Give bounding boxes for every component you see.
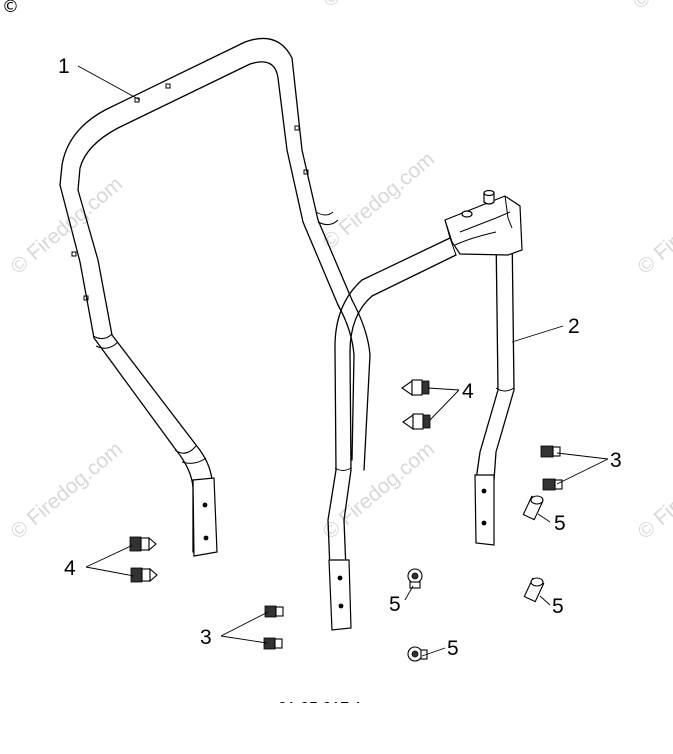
screw-4c xyxy=(129,536,157,552)
callout-5-bottom: 5 xyxy=(447,637,459,660)
lower-handle xyxy=(327,189,523,631)
callout-1: 1 xyxy=(58,55,70,78)
watermark: © Firedog.com xyxy=(318,147,439,253)
callout-5-far-right: 5 xyxy=(552,595,564,618)
callout-5-center: 5 xyxy=(389,593,401,616)
leader-lines xyxy=(77,65,609,657)
callout-5-right: 5 xyxy=(554,512,566,535)
bolt-3c xyxy=(264,605,284,618)
bolt-3b xyxy=(542,478,563,491)
screw-4d xyxy=(130,567,158,583)
watermark: © Firedog.com xyxy=(628,0,673,14)
watermark: © Firedog.com xyxy=(6,172,127,278)
nut-5b xyxy=(523,577,545,603)
watermark: © Firedog.com xyxy=(633,437,673,543)
watermark: © Firedog.com xyxy=(6,437,127,543)
screw-4a xyxy=(401,379,430,397)
watermark: © Firedog.com xyxy=(633,172,673,278)
callout-3-left: 3 xyxy=(200,626,212,649)
bolt-3a xyxy=(540,445,561,458)
nut-5a xyxy=(522,495,544,521)
screw-4b xyxy=(402,413,431,431)
callout-2: 2 xyxy=(568,315,580,338)
nut-5c xyxy=(407,568,423,589)
callout-3-right: 3 xyxy=(610,449,622,472)
callout-4-center: 4 xyxy=(462,380,474,403)
nut-5d xyxy=(407,646,428,662)
watermark: © Firedog.com xyxy=(318,0,439,12)
copyright-mark: © xyxy=(2,0,19,17)
callout-4-left: 4 xyxy=(64,557,76,580)
upper-handle xyxy=(59,37,371,557)
bolt-3d xyxy=(263,637,283,650)
